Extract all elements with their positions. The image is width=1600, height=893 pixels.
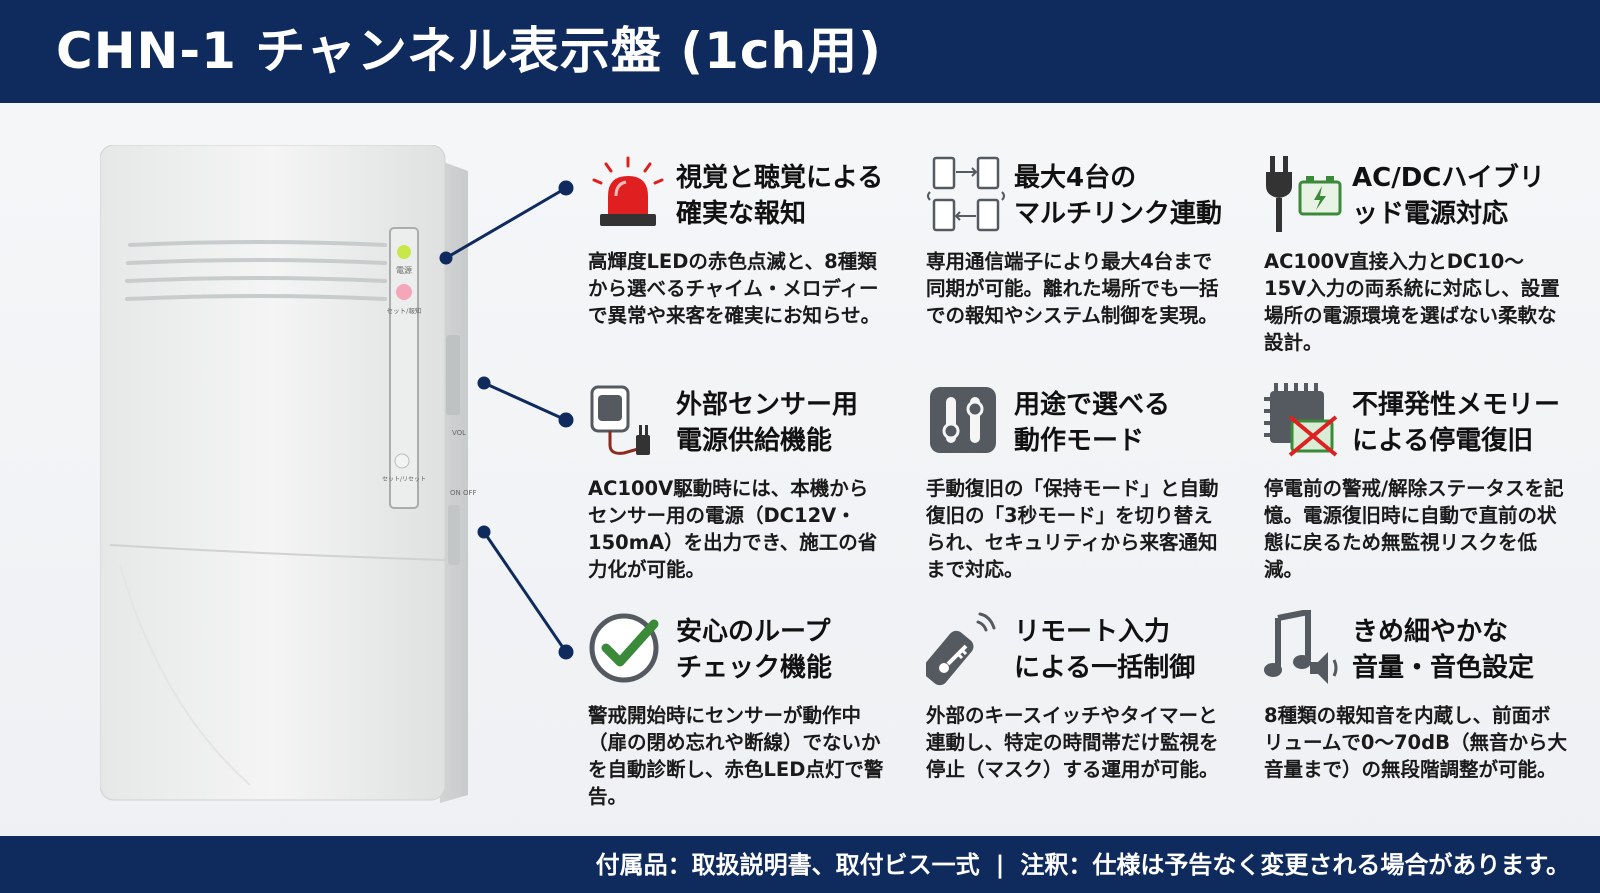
feature-description: AC100V駆動時には、本機からセンサー用の電源（DC12V・150mA）を出力… [588,477,878,581]
feature-title: きめ細やかな音量・音色設定 [1352,617,1535,683]
feature-title: 外部センサー用電源供給機能 [676,390,859,456]
led-power-label: 電源 [396,266,412,275]
sensor-power-icon [588,383,668,461]
red-siren-icon [588,156,668,234]
switch-label: ON OFF [450,489,477,497]
footer-bar: 付属品：取扱説明書、取付ビス一式 | 注釈：仕様は予告なく変更される場合があります。 [0,836,1600,893]
check-circle-icon [588,610,668,688]
feature-title: 視覚と聴覚による確実な報知 [676,163,884,229]
feature-title: 不揮発性メモリーによる停電復旧 [1352,390,1561,456]
device-illustration: 電源 セット/報知 セット/リセット VOL ON OFF [100,145,477,803]
notice-text: 注釈：仕様は予告なく変更される場合があります。 [1020,851,1570,879]
feature-title: 安心のループチェック機能 [676,617,833,683]
plug-battery-icon [1264,156,1344,234]
footer-separator: | [995,851,1005,879]
feature-title: リモート入力による一括制御 [1014,617,1196,683]
page-title: CHN-1 チャンネル表示盤 (1ch用) [56,22,882,80]
music-volume-icon [1264,610,1344,688]
header-bar: CHN-1 チャンネル表示盤 (1ch用) [0,0,1600,103]
remote-key-icon [926,610,1006,688]
feature-title: AC/DCハイブリッド電源対応 [1352,163,1545,229]
feature-description: 高輝度LEDの赤色点滅と、8種類から選べるチャイム・メロディーで異常や来客を確実… [588,250,881,327]
volume-label: VOL [452,429,466,437]
reset-button-label: セット/リセット [382,476,426,483]
feature-description: 停電前の警戒/解除ステータスを記憶。電源復旧時に自動で直前の状態に戻るため無監視… [1264,477,1564,581]
memory-chip-icon [1264,383,1344,461]
feature-title: 最大4台のマルチリンク連動 [1014,163,1223,229]
feature-title: 用途で選べる動作モード [1014,390,1171,456]
feature-description: 警戒開始時にセンサーが動作中（扉の閉め忘れや断線）でないかを自動診断し、赤色LE… [588,704,884,808]
accessories-text: 付属品：取扱説明書、取付ビス一式 [595,851,980,879]
footer-note: 付属品：取扱説明書、取付ビス一式 | 注釈：仕様は予告なく変更される場合があります。 [596,850,1570,880]
feature-description: 手動復旧の「保持モード」と自動復旧の「3秒モード」を切り替えられ、セキュリティか… [926,477,1219,581]
feature-description: 外部のキースイッチやタイマーと連動し、特定の時間帯だけ監視を停止（マスク）する運… [926,704,1219,781]
led-set-label: セット/報知 [387,306,422,315]
multilink-devices-icon [926,156,1006,234]
feature-description: AC100V直接入力とDC10〜15V入力の両系統に対応し、設置場所の電源環境を… [1264,250,1560,354]
feature-description: 8種類の報知音を内蔵し、前面ボリュームで0〜70dB（無音から大音量まで）の無段… [1264,704,1567,781]
mode-switch-icon [926,383,1006,461]
feature-description: 専用通信端子により最大4台まで同期が可能。離れた場所でも一括での報知やシステム制… [926,250,1219,327]
device-image: 電源 セット/報知 セット/リセット VOL ON OFF [100,145,480,805]
